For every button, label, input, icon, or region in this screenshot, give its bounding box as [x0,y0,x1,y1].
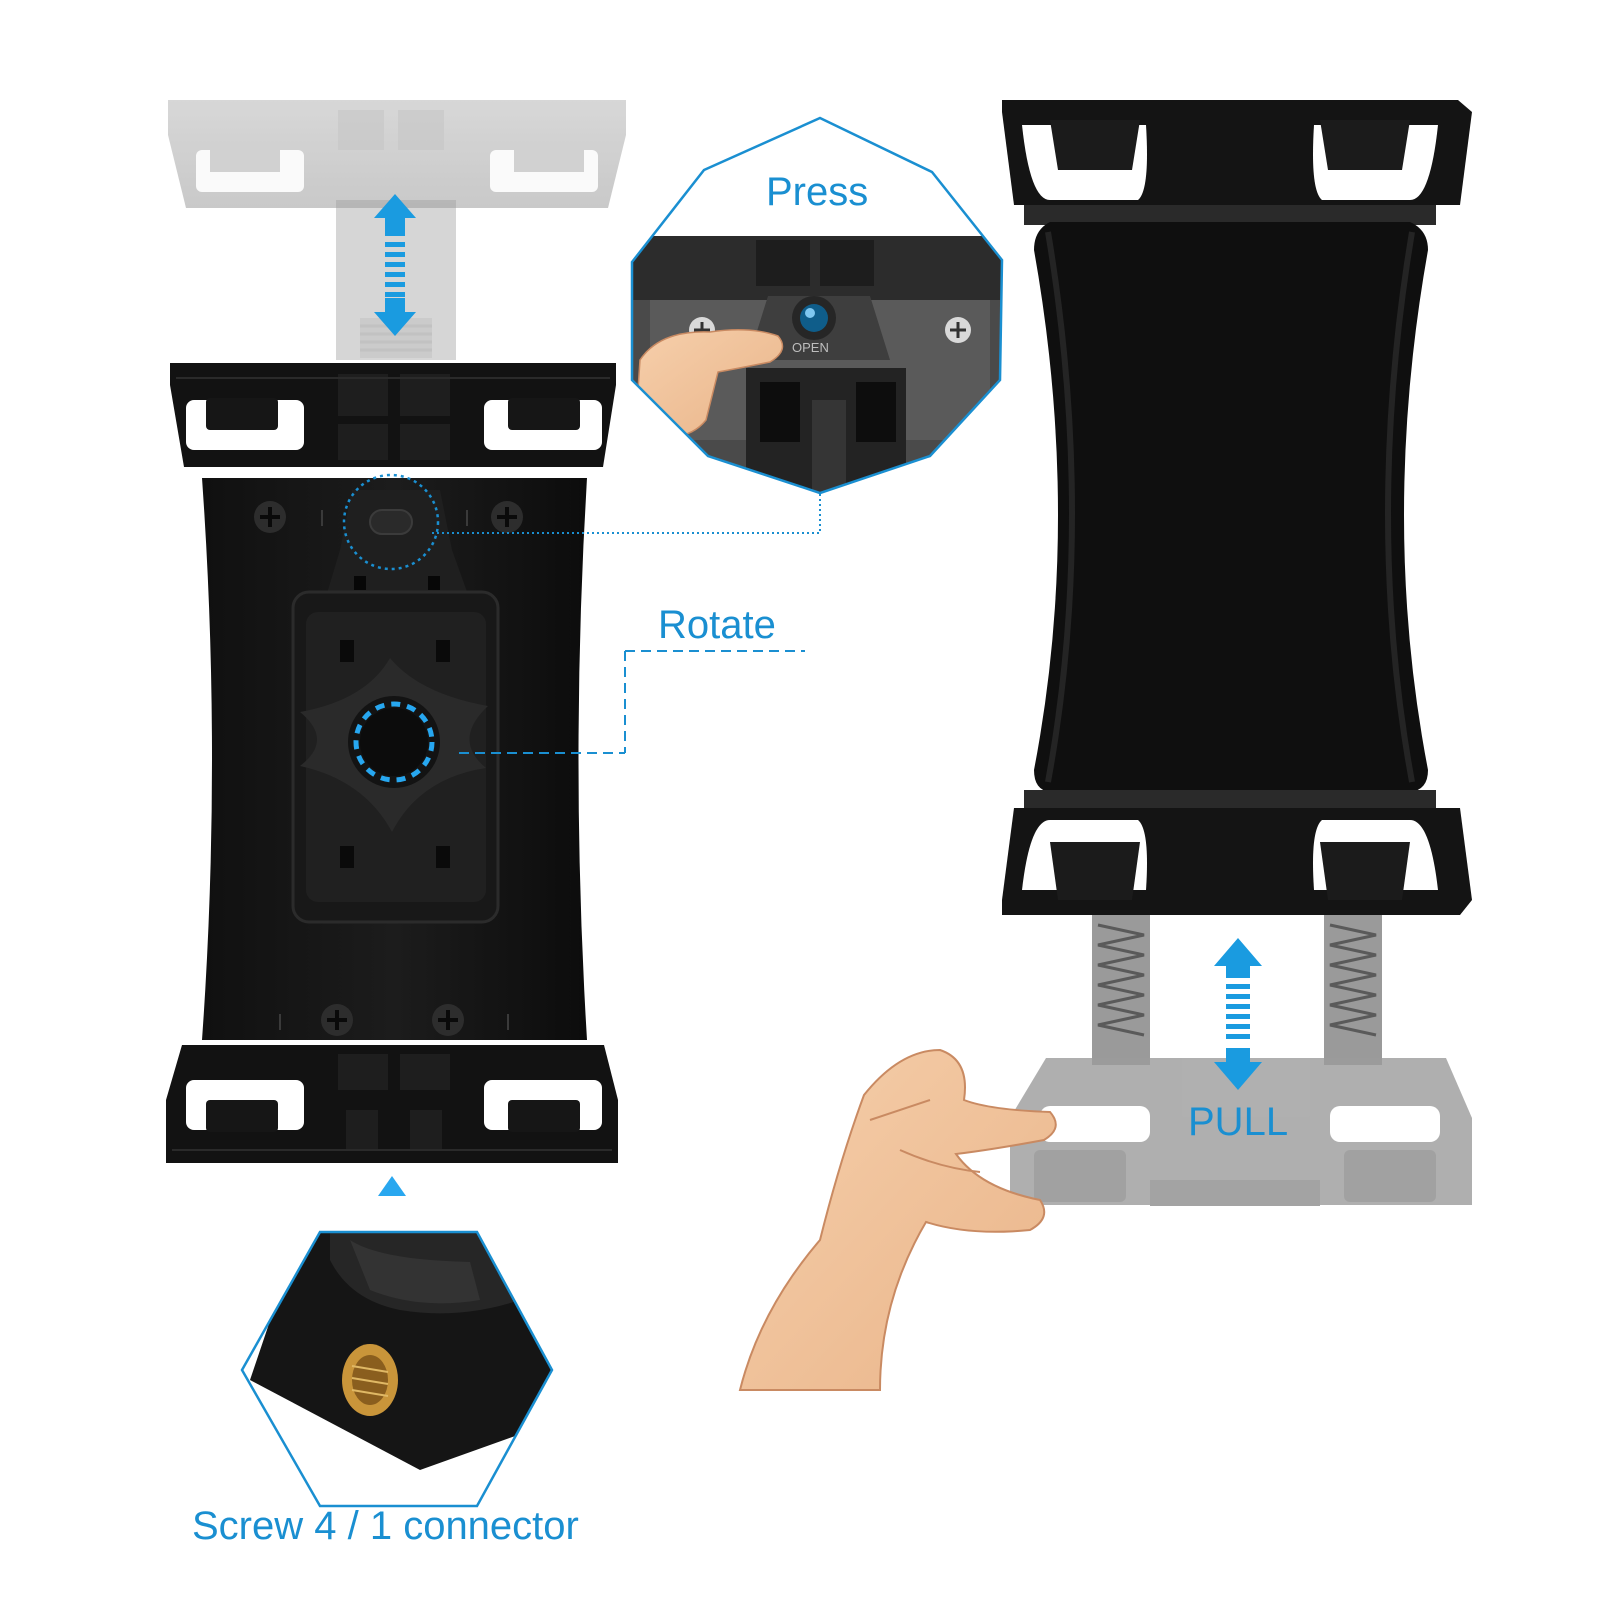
hand-icon [635,329,784,438]
press-label: Press [766,170,869,214]
holder-body [202,473,587,1040]
pull-label: PULL [1188,1100,1289,1144]
screw-icon [254,501,523,1036]
screw-connector-label: Screw 4 / 1 connector [192,1504,579,1548]
ghost-top-clamp [168,100,626,360]
open-label: OPEN [792,340,829,355]
screw-callout [240,1230,554,1508]
right-holder [1002,100,1472,1206]
rotate-label: Rotate [658,603,776,647]
rotate-callout [459,650,805,754]
hand-icon [738,1048,1057,1391]
left-holder [166,100,626,1196]
bottom-clamp [166,1045,618,1163]
triangle-pointer-icon [378,1176,406,1196]
double-arrow-icon [374,194,416,336]
top-clamp [170,363,616,467]
ghost-bottom-clamp [1010,1058,1472,1206]
double-arrow-icon [1214,938,1262,1090]
spring-icon [1092,915,1382,1065]
